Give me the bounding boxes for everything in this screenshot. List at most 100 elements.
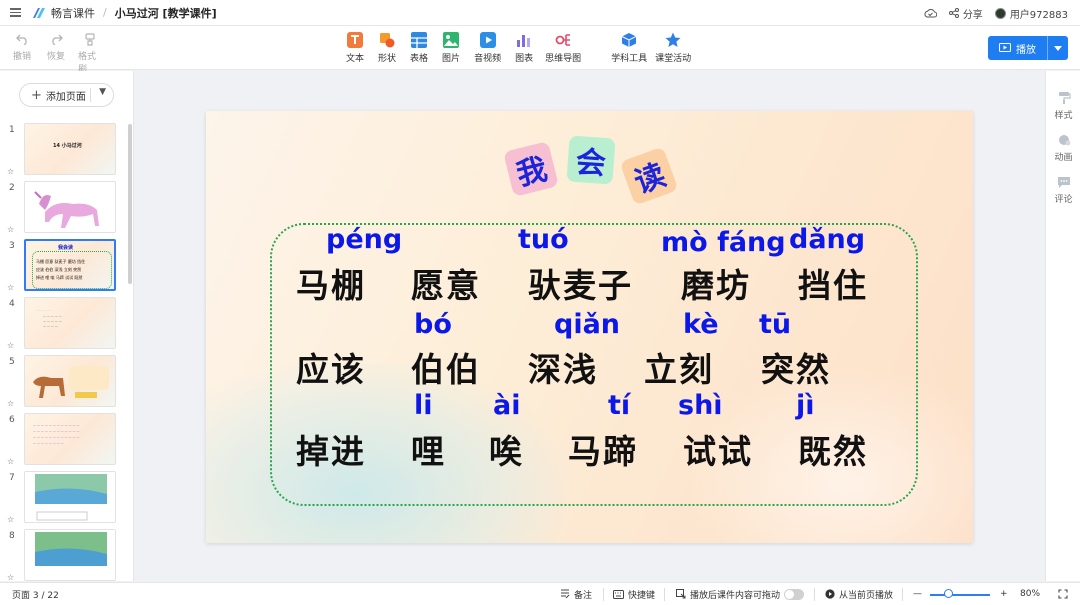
tool-label: 学科工具 <box>611 54 648 64</box>
slide-thumbnail[interactable]: · · · · · · · ·— — — — —— — — — —— — — — <box>24 297 116 349</box>
notes-button[interactable]: 备注 <box>560 588 592 601</box>
notes-label: 备注 <box>574 590 593 601</box>
share-button[interactable]: 分享 <box>948 6 983 21</box>
slide-thumbnail[interactable]: 我会读马棚 愿意 驮麦子 磨坊 挡住 应该 伯伯 深浅 立刻 突然 掉进 哩 唉… <box>24 239 116 291</box>
pinyin-text: li <box>414 390 433 421</box>
fit-screen-icon <box>1058 589 1068 599</box>
shortcuts-button[interactable]: 快捷键 <box>613 588 655 601</box>
cloud-sync-icon[interactable] <box>924 8 937 18</box>
zoom-out-button[interactable]: — <box>913 589 922 599</box>
slide-thumbnail[interactable] <box>24 529 116 581</box>
format-brush-button[interactable]: 格式刷 <box>78 32 102 75</box>
thumbnail-scrollbar[interactable] <box>128 124 132 284</box>
word-text: 哩 <box>411 432 446 471</box>
format-brush-label: 格式刷 <box>78 52 97 75</box>
zoom-in-button[interactable]: + <box>1000 589 1008 599</box>
slide-number: 5 <box>9 357 15 367</box>
slide-thumbnail-row[interactable]: 1☆14 小马过河 <box>0 123 128 179</box>
pinyin-text: tí <box>608 390 631 421</box>
slide-thumbnail-row[interactable]: 3☆我会读马棚 愿意 驮麦子 磨坊 挡住 应该 伯伯 深浅 立刻 突然 掉进 哩… <box>0 239 128 295</box>
add-page-button[interactable]: + 添加页面 ▼ <box>19 83 114 107</box>
play-main-button[interactable]: 播放 <box>988 36 1048 60</box>
insert-tools: 文本形状 表格图片音视频 图表思维导图 学科工具课堂活动 <box>346 32 691 64</box>
drag-toggle[interactable] <box>784 588 805 600</box>
format-brush-icon <box>83 32 97 46</box>
app-logo-icon <box>32 6 46 20</box>
comment-label: 评论 <box>1054 195 1073 205</box>
style-tab[interactable]: 样式 <box>1046 91 1080 121</box>
tool-shape-button[interactable]: 形状 <box>378 32 396 64</box>
pinyin-text: qiǎn <box>554 309 621 340</box>
menu-icon[interactable] <box>10 8 26 17</box>
video-icon <box>479 32 496 48</box>
word-text: 掉进 <box>296 432 366 471</box>
undo-icon <box>15 32 29 46</box>
play-from-current-button[interactable]: 从当前页播放 <box>825 588 893 601</box>
tool-text-button[interactable]: 文本 <box>346 32 364 64</box>
tool-video-button[interactable]: 音视频 <box>474 32 501 64</box>
tool-mindmap-button[interactable]: 思维导图 <box>545 32 581 64</box>
redo-icon <box>49 32 63 46</box>
user-menu[interactable]: 用户972883 <box>994 6 1068 21</box>
zoom-slider-thumb[interactable] <box>944 589 953 598</box>
notes-icon <box>561 589 570 599</box>
document-title[interactable]: 小马过河 [教学课件] <box>114 6 217 20</box>
tool-label: 形状 <box>378 54 397 64</box>
word-text: 试试 <box>683 432 753 471</box>
paint-roller-icon <box>1058 92 1071 104</box>
pinyin-text: ài <box>493 390 521 421</box>
slide-canvas[interactable]: 我 会 读 péng tuó mò fáng dǎng 马棚 愿意 驮麦子 磨坊… <box>206 111 973 543</box>
slide-thumbnail-row[interactable]: 2☆ <box>0 181 128 237</box>
slide-animation-icon: ☆ <box>7 283 15 292</box>
table-icon <box>411 32 428 48</box>
undo-button[interactable]: 撤销 <box>10 32 34 75</box>
app-name[interactable]: 畅言课件 <box>51 6 95 20</box>
animation-tab[interactable]: 动画 <box>1046 133 1080 163</box>
fit-screen-button[interactable] <box>1058 589 1068 599</box>
slide-thumbnail[interactable]: — — — — — — — — — — — —— — — — — — — — —… <box>24 413 116 465</box>
pinyin-text: kè <box>683 309 719 340</box>
tool-cube-button[interactable]: 学科工具 <box>611 32 647 64</box>
redo-button[interactable]: 恢复 <box>44 32 68 75</box>
slide-thumbnail-row[interactable]: 7☆ <box>0 471 128 527</box>
word-text: 马棚 <box>296 266 366 305</box>
zoom-value[interactable]: 80% <box>1020 589 1041 599</box>
play-dropdown-button[interactable] <box>1048 36 1068 60</box>
title-char-1: 我 <box>503 141 559 197</box>
play-label: 播放 <box>1016 44 1036 56</box>
slide-thumbnail[interactable] <box>24 181 116 233</box>
tool-image-button[interactable]: 图片 <box>442 32 460 64</box>
tool-star-button[interactable]: 课堂活动 <box>655 32 691 64</box>
pinyin-text: jì <box>796 390 815 421</box>
page-indicator: 页面 3 / 22 <box>12 590 59 601</box>
style-label: 样式 <box>1054 111 1073 121</box>
tool-table-button[interactable]: 表格 <box>410 32 428 64</box>
tool-chart-button[interactable]: 图表 <box>515 32 533 64</box>
word-text: 愿意 <box>411 266 481 305</box>
word-text: 挡住 <box>798 266 868 305</box>
zoom-slider[interactable] <box>930 594 990 596</box>
tool-label: 思维导图 <box>545 54 582 64</box>
slide-thumbnail-row[interactable]: 6☆— — — — — — — — — — — —— — — — — — — —… <box>0 413 128 469</box>
tool-label: 音视频 <box>474 54 502 64</box>
slide-thumbnail[interactable] <box>24 471 116 523</box>
properties-panel: 样式 动画 评论 <box>1045 71 1080 581</box>
slide-number: 2 <box>9 183 15 193</box>
slide-thumbnail-row[interactable]: 4☆· · · · · · · ·— — — — —— — — — —— — —… <box>0 297 128 353</box>
slide-thumbnail-row[interactable]: 8☆ <box>0 529 128 581</box>
comment-tab[interactable]: 评论 <box>1046 175 1080 205</box>
tool-label: 课堂活动 <box>655 54 692 64</box>
word-text: 唉 <box>489 432 524 471</box>
add-page-dropdown-icon[interactable]: ▼ <box>99 87 106 97</box>
slide-thumbnail-row[interactable]: 5☆ <box>0 355 128 411</box>
slide-animation-icon: ☆ <box>7 399 15 408</box>
slide-animation-icon: ☆ <box>7 573 15 581</box>
star-icon <box>665 32 681 47</box>
slide-thumbnail[interactable] <box>24 355 116 407</box>
play-button[interactable]: 播放 <box>988 36 1068 60</box>
slide-thumbnail[interactable]: 14 小马过河 <box>24 123 116 175</box>
drag-label: 播放后课件内容可拖动 <box>690 590 781 601</box>
share-label: 分享 <box>962 9 983 21</box>
chart-icon <box>517 35 531 47</box>
